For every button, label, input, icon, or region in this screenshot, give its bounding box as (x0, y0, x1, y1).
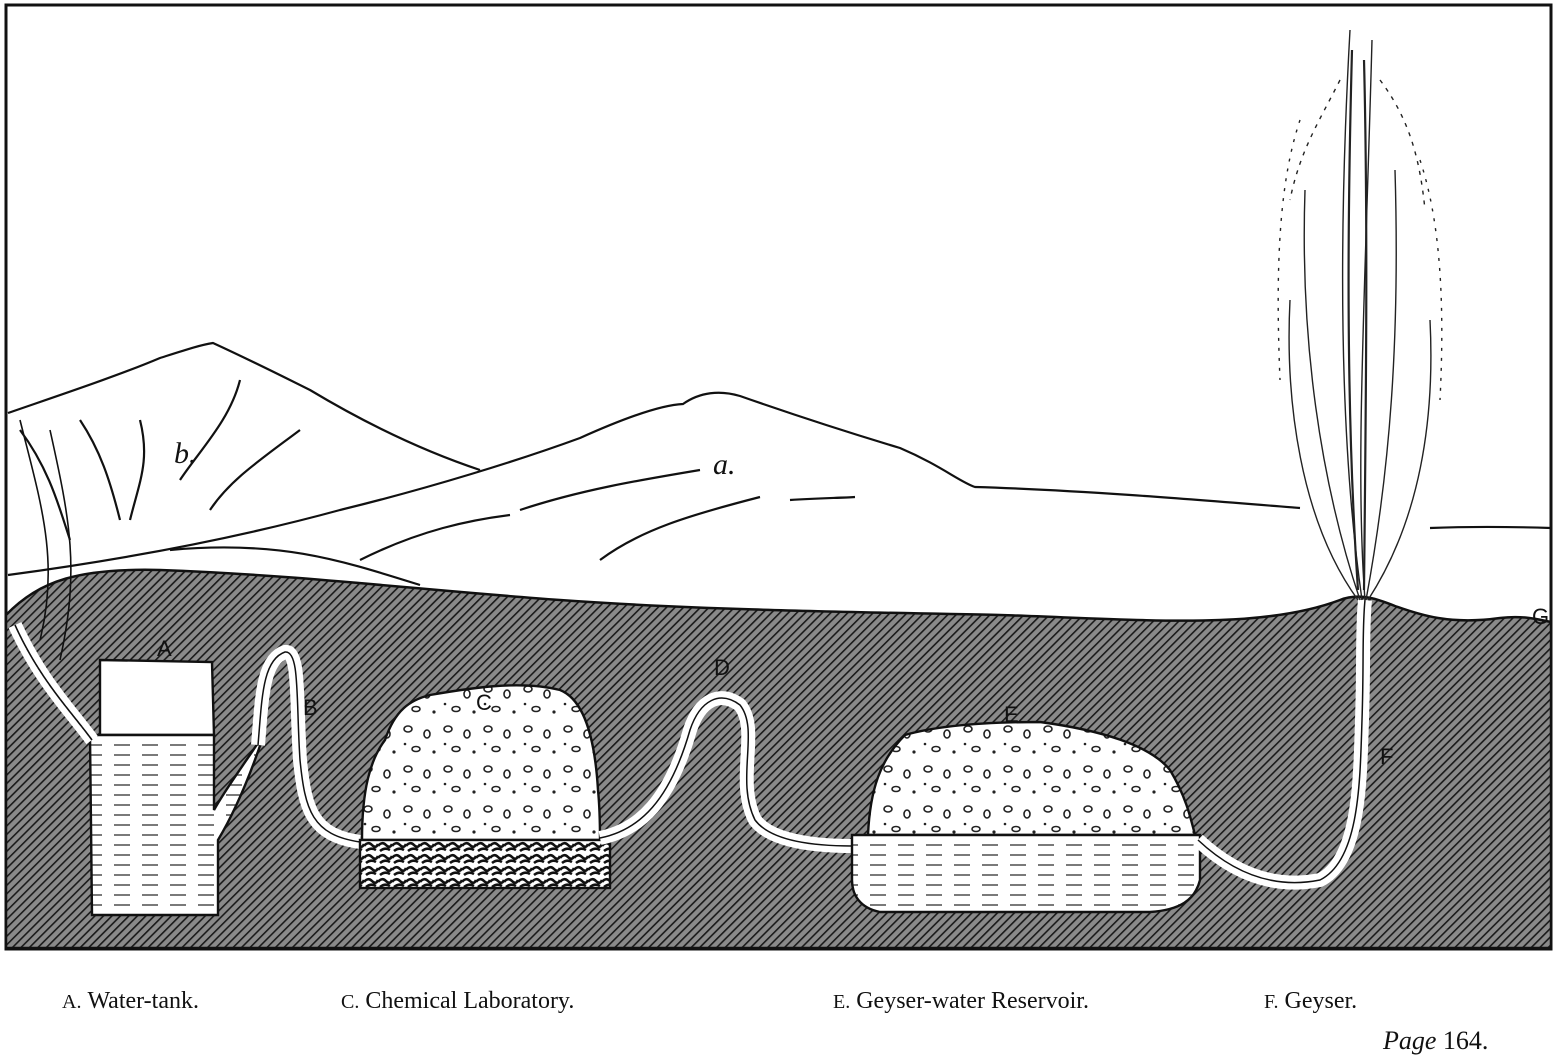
caption-geyser-water-reservoir: E. Geyser-water Reservoir. (833, 988, 1089, 1015)
label-d-pipe: D (714, 655, 730, 680)
caption-text-c: Chemical Laboratory. (365, 988, 574, 1014)
label-f-geyser: F (1380, 744, 1393, 769)
label-mountain-a: a. (713, 448, 736, 481)
label-mountain-b: b. (174, 437, 197, 470)
page-number-value: 164. (1443, 1026, 1489, 1055)
caption-key-e: E. (833, 991, 850, 1013)
coal-bed (360, 840, 610, 888)
caption-chemical-laboratory: C. Chemical Laboratory. (341, 988, 574, 1015)
label-b-pipe: B (303, 695, 318, 720)
caption-key-f: F. (1264, 991, 1279, 1013)
caption-text-a: Water-tank. (87, 988, 199, 1014)
caption-key-c: C. (341, 991, 359, 1013)
caption-key-a: A. (62, 991, 81, 1013)
page-number: Page 164. (1383, 1026, 1488, 1056)
label-e-reservoir: E (1004, 702, 1019, 727)
ground-section (6, 570, 1551, 948)
page-word: Page (1383, 1026, 1436, 1055)
label-a-tank: A (157, 636, 172, 661)
caption-text-f: Geyser. (1285, 988, 1358, 1014)
caption-geyser: F. Geyser. (1264, 988, 1357, 1015)
caption-water-tank: A. Water-tank. (62, 988, 199, 1015)
chemical-laboratory-c (360, 685, 610, 888)
label-g-ground: G (1532, 604, 1549, 629)
caption-text-e: Geyser-water Reservoir. (856, 988, 1089, 1014)
geyser-water-reservoir-e (852, 722, 1200, 912)
label-c-lab: C (476, 690, 492, 715)
